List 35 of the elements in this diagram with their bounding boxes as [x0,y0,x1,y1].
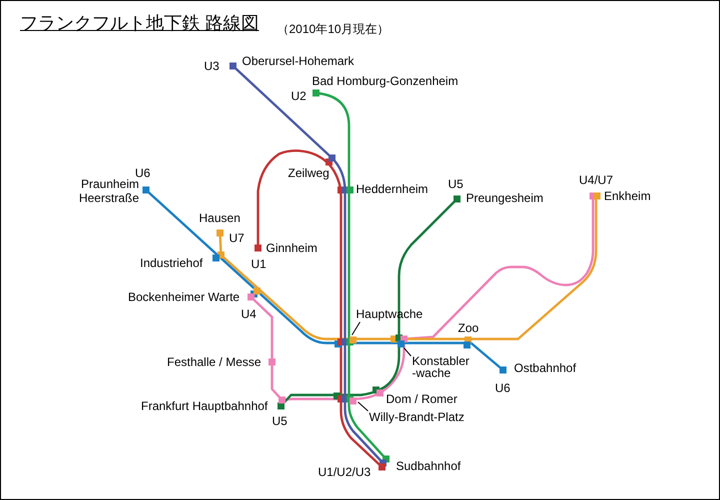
line-name: U5 [448,177,464,191]
station-name: Frankfurt Hauptbahnhof [141,399,268,413]
station-name: Enkheim [604,189,651,203]
station-name: Industriehof [140,256,203,270]
line-name: U3 [204,59,220,73]
station-name: Preungesheim [466,191,544,205]
line-name: U1 [251,257,266,271]
station-name: Heddernheim [356,182,428,196]
station-name: Festhalle / Messe [167,355,262,369]
line-name: U6 [135,166,150,180]
station-name: Konstabler -wache [412,355,476,379]
line-name: U4 [241,307,256,321]
line-name: U7 [229,231,244,245]
station-name: Dom / Romer [386,392,458,406]
station-name: Ginnheim [266,241,318,255]
station-name: Bad Homburg-Gonzenheim [312,74,458,88]
line-name: U4/U7 [579,173,614,187]
leader-line [358,402,368,412]
date-note: （2010年10月現在） [277,22,390,36]
leader-line [352,322,360,336]
line-name: U2 [291,89,306,103]
station-name: Zeilweg [288,166,330,180]
line-name: U1/U2/U3 [318,465,371,479]
station-name: Praunheim Heerstraße [78,177,139,205]
station-name: Hausen [199,211,240,225]
station-name: Willy-Brandt-Platz [369,410,464,424]
station-name: Oberursel-Hohemark [242,54,354,68]
station-name: Ostbahnhof [514,361,576,375]
station-name: Zoo [458,321,479,335]
title: フランクフルト地下鉄 路線図 [20,12,260,34]
line-name: U5 [272,414,288,428]
station-name: Sudbahnhof [396,459,461,473]
station-name: Bockenheimer Warte [128,290,240,304]
leader-line [404,348,412,356]
line-name: U6 [495,381,510,395]
